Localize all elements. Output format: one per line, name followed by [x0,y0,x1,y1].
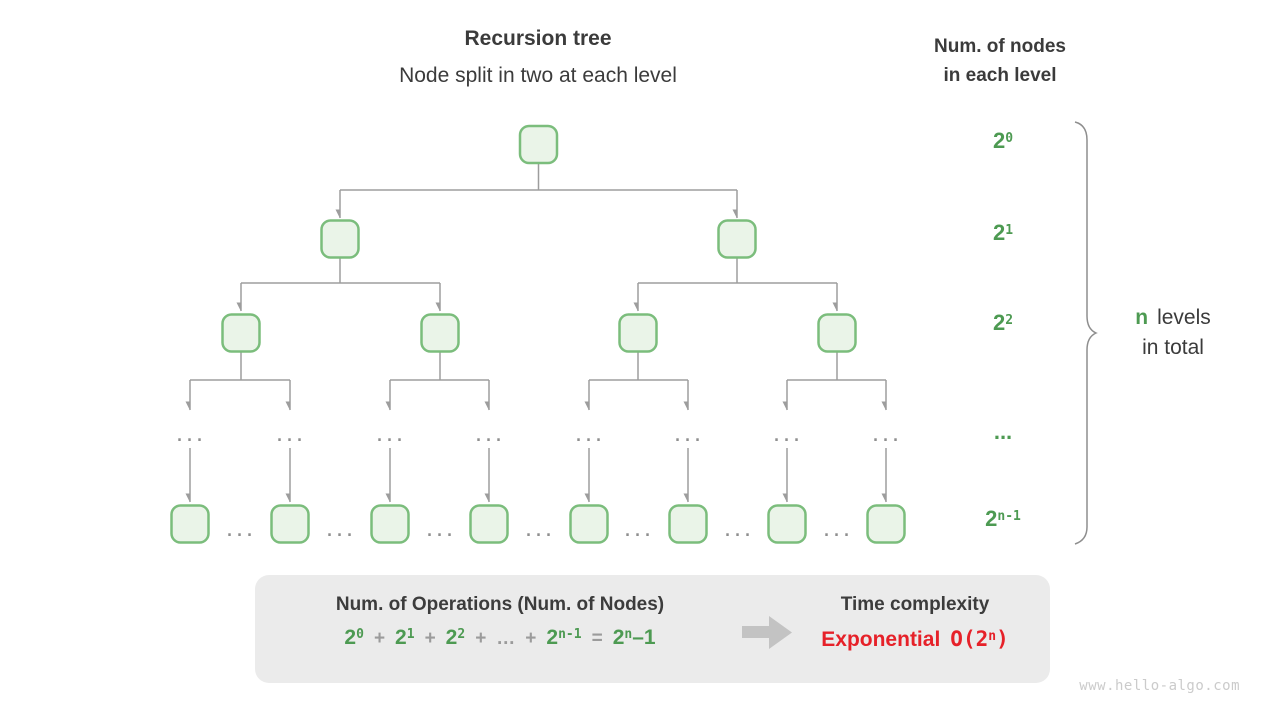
formula-term: 2n-1 [546,626,582,649]
time-complexity-heading: Time complexity [840,594,990,615]
equals-sign: = [591,628,603,649]
tree-node [320,219,360,259]
plus-sign: + [373,628,386,649]
tree-node [767,504,807,544]
tree-node [817,313,857,353]
levels-brace [1074,121,1098,545]
level-count-label-0: 20 [992,128,1014,153]
big-o-notation: O(2n) [950,627,1009,651]
ellipsis-separator: ... [623,522,653,540]
tree-node [518,124,559,165]
operations-heading: Num. of Operations (Num. of Nodes) [335,594,665,615]
ellipsis-node: ... [275,427,305,445]
page-title: Recursion tree [464,27,612,50]
implies-arrow-icon [742,616,792,649]
right-title-line1: Num. of nodes [934,36,1066,57]
tree-node [668,504,708,544]
tree-node [170,504,210,544]
ellipsis-node: ... [673,427,703,445]
tree-node [717,219,757,259]
ellipsis-node: ... [375,427,405,445]
tree-ellipsis-level: ... ... ... ... ... ... ... ... [175,427,901,445]
ellipsis-node: ... [474,427,504,445]
plus-sign: + [424,628,436,649]
operations-formula: 20 + 21 + 22 + … + 2n-1 = 2n–1 [280,626,720,650]
level-count-label-1: 21 [992,220,1014,245]
ellipsis-separator: ... [425,522,455,540]
total-levels-line2: in total [1142,336,1204,359]
formula-result: 2n–1 [612,626,656,649]
time-complexity-column: Time complexity Exponential O(2n) [795,575,1035,683]
tree-node [469,504,509,544]
ellipsis-separator: ... [822,522,852,540]
level-count-label-2: 22 [992,310,1014,335]
operations-column: Num. of Operations (Num. of Nodes) 20 + … [280,575,720,683]
plus-sign: + [475,628,487,649]
tree-node [618,313,658,353]
ellipsis-separator: ... [723,522,753,540]
tree-connectors [190,163,887,502]
page-subtitle: Node split in two at each level [399,64,677,87]
ellipsis-node: ... [175,427,205,445]
level-count-label-4: 2n-1 [985,506,1021,531]
tree-node [221,313,261,353]
formula-term: 21 [395,626,415,649]
tree-node [270,504,310,544]
tree-node [370,504,410,544]
right-column-title: Num. of nodes in each level [890,32,1110,90]
complexity-value: Exponential O(2n) [795,627,1035,652]
complexity-summary-box: Num. of Operations (Num. of Nodes) 20 + … [255,575,1050,683]
ellipsis-separator: ... [325,522,355,540]
formula-term: 22 [445,626,466,649]
tree-nodes [170,124,906,544]
formula-ellipsis: … [496,628,516,649]
ellipsis-separator: ... [225,522,255,540]
bottom-row-separators: ... ... ... ... ... ... ... [225,522,852,540]
tree-node [420,313,460,353]
tree-node [569,504,609,544]
ellipsis-node: ... [772,427,802,445]
plus-sign: + [525,628,537,649]
ellipsis-node: ... [574,427,604,445]
level-count-label-3: ... [993,419,1013,444]
complexity-name: Exponential [821,628,941,651]
watermark: www.hello-algo.com [1079,678,1240,694]
right-title-line2: in each level [943,65,1057,86]
ellipsis-separator: ... [524,522,554,540]
tree-node [866,504,906,544]
formula-term: 20 [344,626,364,649]
ellipsis-node: ... [871,427,901,445]
